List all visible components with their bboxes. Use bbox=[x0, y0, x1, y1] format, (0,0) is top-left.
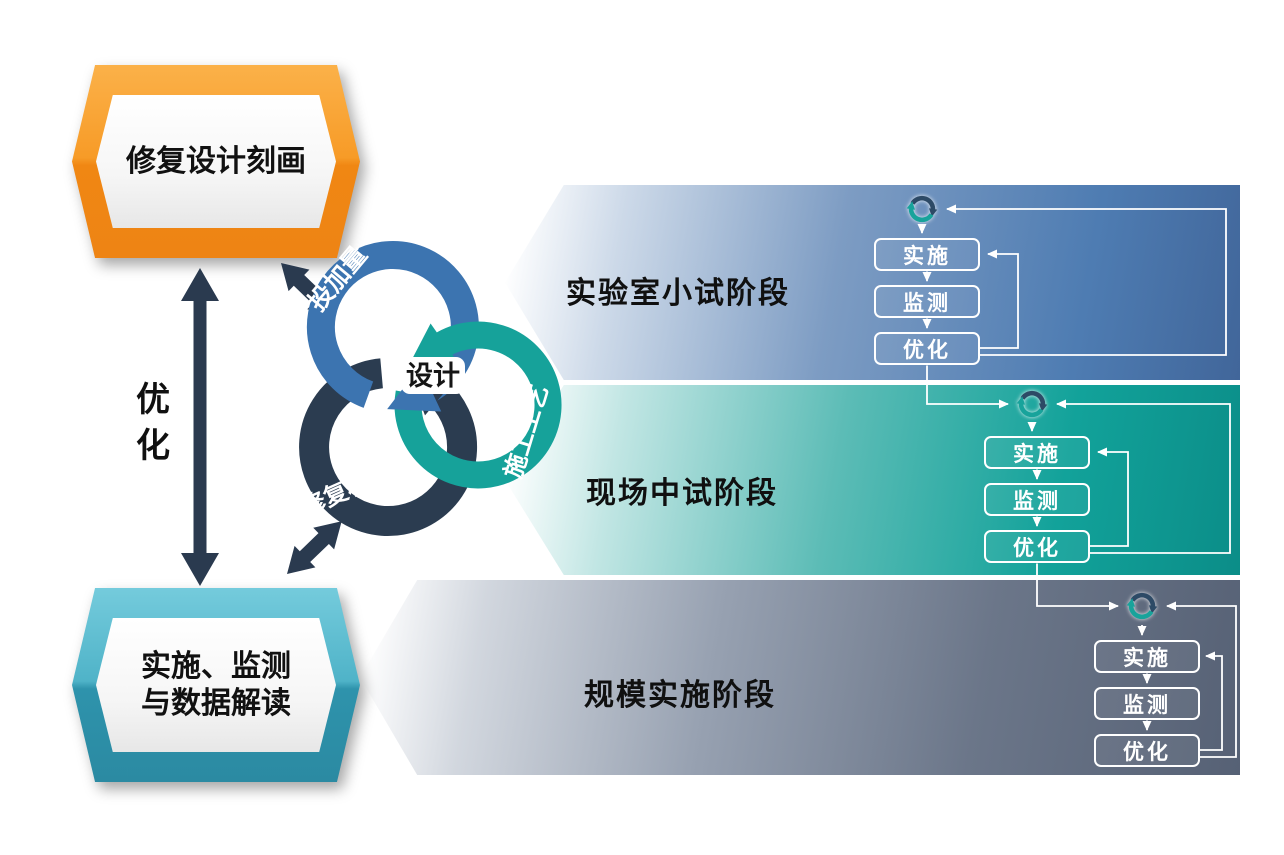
ring-dark bbox=[299, 358, 478, 536]
implementation-box-label-line1: 实施、监测 bbox=[141, 648, 291, 684]
ring-teal-arrowhead bbox=[406, 323, 459, 370]
stage3-step-optimize: 优化 bbox=[1094, 734, 1200, 767]
implementation-box-label-line2: 与数据解读 bbox=[141, 686, 291, 721]
design-box-panel: 修复设计刻画 bbox=[96, 95, 336, 228]
implementation-box-panel: 实施、监测 与数据解读 bbox=[96, 618, 336, 752]
stage3-step-monitor: 监测 bbox=[1094, 687, 1200, 720]
stage-label-lab: 实验室小试阶段 bbox=[566, 276, 790, 311]
cycle-icon-arc-dark bbox=[910, 195, 936, 212]
stage-band-scale bbox=[360, 580, 1240, 775]
cycle-icon bbox=[1125, 589, 1159, 623]
ring-blue bbox=[306, 241, 479, 408]
design-box-label: 修复设计刻画 bbox=[126, 143, 306, 179]
cycle-icon-arc-teal bbox=[1018, 401, 1044, 418]
optimize-double-arrow bbox=[181, 268, 219, 586]
cycle-icon bbox=[905, 192, 939, 226]
design-box: 修复设计刻画 bbox=[72, 65, 360, 258]
stage3-step-implement: 实施 bbox=[1094, 640, 1200, 673]
stage2-step-optimize: 优化 bbox=[984, 530, 1090, 563]
stage1-step-optimize: 优化 bbox=[874, 332, 980, 365]
cycle-icon-arc-dark bbox=[1130, 592, 1156, 609]
cycle-icon-arc-teal bbox=[1128, 603, 1154, 620]
ring-dark-arrowhead bbox=[404, 364, 459, 416]
ring-blue-arrowhead bbox=[387, 366, 442, 412]
stage1-step-implement: 实施 bbox=[874, 238, 980, 271]
bottom-link-double-arrow bbox=[287, 521, 342, 574]
stage2-step-implement: 实施 bbox=[984, 436, 1090, 469]
design-center-label: 设计 bbox=[406, 361, 460, 392]
implementation-box: 实施、监测 与数据解读 bbox=[72, 588, 360, 782]
stage1-step-monitor: 监测 bbox=[874, 285, 980, 318]
optimize-label: 优化 bbox=[136, 380, 170, 466]
cycle-icon-arc-teal bbox=[908, 206, 934, 223]
design-center-pocket bbox=[401, 357, 465, 394]
stage2-step-monitor: 监测 bbox=[984, 483, 1090, 516]
materials-arc-label: 修复材料 bbox=[296, 457, 396, 522]
stage-label-pilot: 现场中试阶段 bbox=[586, 476, 778, 511]
cycle-icon-arc-dark bbox=[1020, 390, 1046, 407]
top-link-double-arrow bbox=[281, 263, 336, 316]
stage-label-scale: 规模实施阶段 bbox=[584, 678, 776, 713]
cycle-icon bbox=[1015, 387, 1049, 421]
